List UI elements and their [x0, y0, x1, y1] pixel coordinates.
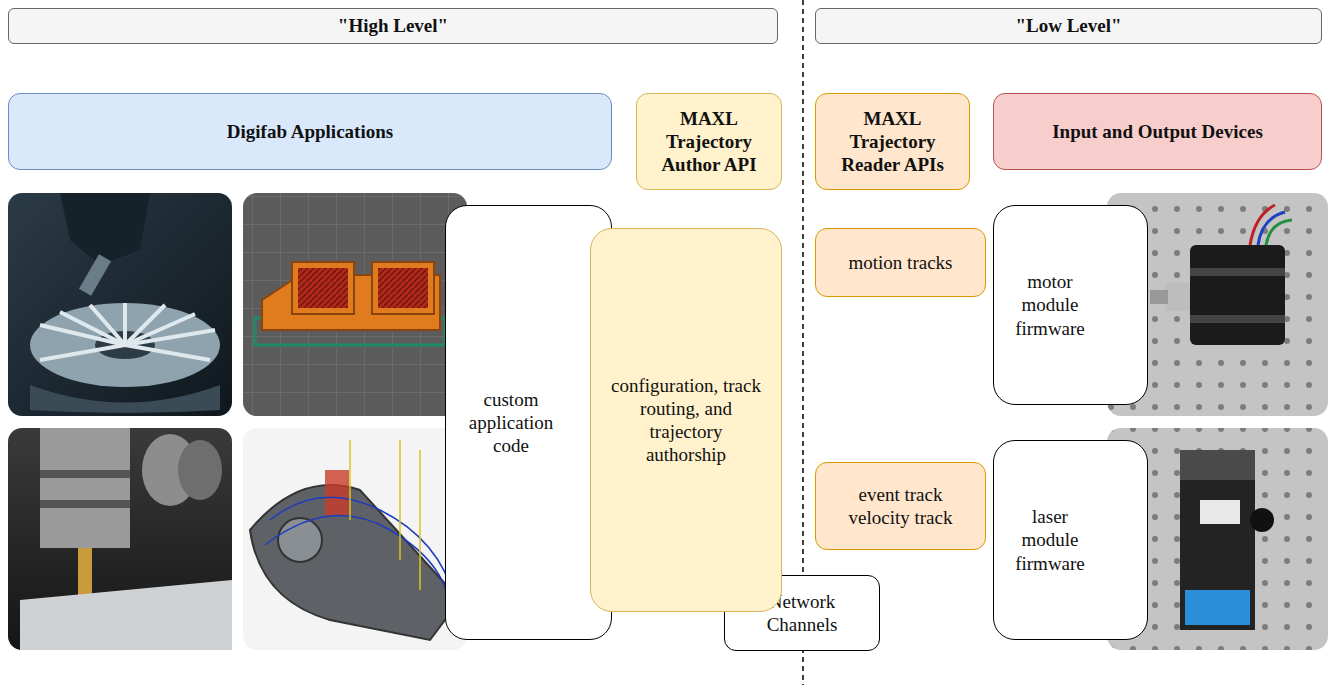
box-label: MAXL Trajectory Reader APIs — [823, 107, 963, 177]
box-label: "Low Level" — [1015, 14, 1121, 37]
box-label: motion tracks — [826, 251, 976, 274]
diagram-box: Digifab Applications — [8, 93, 612, 170]
diagram-box: Input and Output Devices — [993, 93, 1322, 170]
diagram-box: custom application code — [445, 205, 612, 640]
box-label: laser module firmware — [1004, 505, 1096, 575]
diagram-box: motor module firmware — [993, 205, 1148, 405]
box-label: configuration, track routing, and trajec… — [611, 374, 761, 467]
box-label: Input and Output Devices — [1052, 120, 1263, 143]
diagram-box: configuration, track routing, and trajec… — [590, 228, 782, 612]
box-label: "High Level" — [338, 14, 448, 37]
box-label: Digifab Applications — [227, 120, 393, 143]
box-label: event track velocity track — [835, 483, 967, 529]
diagram-box: MAXL Trajectory Author API — [636, 93, 782, 190]
cam-toolpath-render — [243, 428, 467, 650]
diagram-box: motion tracks — [815, 228, 986, 297]
diagram-box: "Low Level" — [815, 8, 1322, 44]
box-label: custom application code — [456, 388, 566, 458]
milling-photo — [8, 428, 232, 650]
box-label: MAXL Trajectory Author API — [644, 107, 774, 177]
diagram-box: laser module firmware — [993, 440, 1148, 640]
slicer-render — [243, 193, 467, 416]
diagram-box: "High Level" — [8, 8, 778, 44]
turbine-photo — [8, 193, 232, 416]
box-label: motor module firmware — [1004, 270, 1096, 340]
diagram-box: event track velocity track — [815, 462, 986, 550]
diagram-box: MAXL Trajectory Reader APIs — [815, 93, 970, 190]
